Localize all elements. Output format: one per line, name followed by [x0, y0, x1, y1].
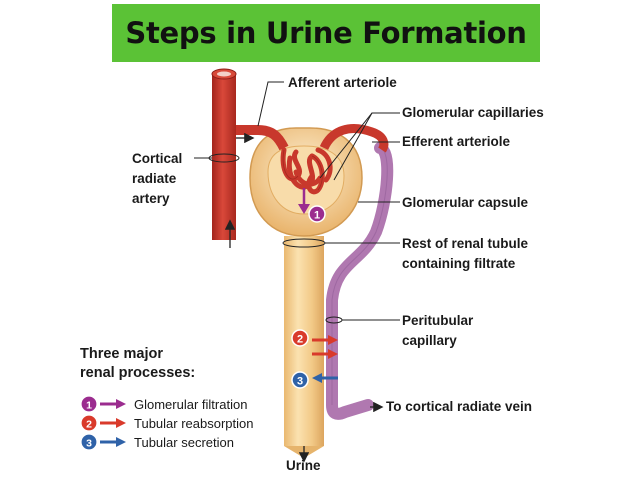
step-3-number: 3	[297, 376, 303, 388]
afferent-arteriole	[236, 125, 289, 151]
legend-title: Three major renal processes:	[80, 346, 196, 381]
svg-text:3: 3	[86, 438, 92, 450]
label-peritubular-capillary: Peritubular capillary	[402, 313, 474, 348]
step-2-marker	[291, 329, 309, 347]
label-rest-of-renal-tubule: Rest of renal tubule containing filtrate	[402, 236, 529, 271]
artery-lumen	[217, 71, 231, 77]
step-1-number: 1	[314, 210, 320, 222]
label-glomerular-capsule: Glomerular capsule	[402, 195, 529, 210]
leader-lines	[194, 81, 400, 324]
svg-text:1: 1	[86, 400, 92, 412]
efferent-arteriole	[319, 124, 389, 153]
filtration-arrowhead	[298, 204, 310, 214]
legend-arrows: 1 2 3	[80, 395, 126, 451]
label-afferent-arteriole: Afferent arteriole	[288, 75, 397, 90]
label-to-cortical-radiate-vein: To cortical radiate vein	[386, 399, 533, 414]
legend-label: Glomerular filtration	[134, 396, 248, 412]
step-2-number: 2	[297, 334, 303, 346]
bowmans-space	[267, 145, 345, 215]
cortical-radiate-artery	[212, 74, 236, 240]
page-title: Steps in Urine Formation	[125, 16, 527, 50]
label-glomerular-capillaries: Glomerular capillaries	[402, 105, 544, 120]
label-efferent-arteriole: Efferent arteriole	[402, 134, 511, 149]
legend-label: Tubular secretion	[134, 434, 234, 450]
title-banner: Steps in Urine Formation	[112, 4, 540, 62]
legend-label: Tubular reabsorption	[134, 415, 254, 431]
svg-text:2: 2	[86, 419, 92, 431]
peritubular-capillary	[326, 142, 394, 420]
label-urine: Urine	[286, 458, 321, 473]
peritubular-capillary-edge	[331, 147, 388, 405]
label-cortical-radiate-artery: Cortical radiate artery	[132, 151, 183, 206]
step-3-marker	[291, 371, 309, 389]
step-1-marker	[308, 205, 326, 223]
